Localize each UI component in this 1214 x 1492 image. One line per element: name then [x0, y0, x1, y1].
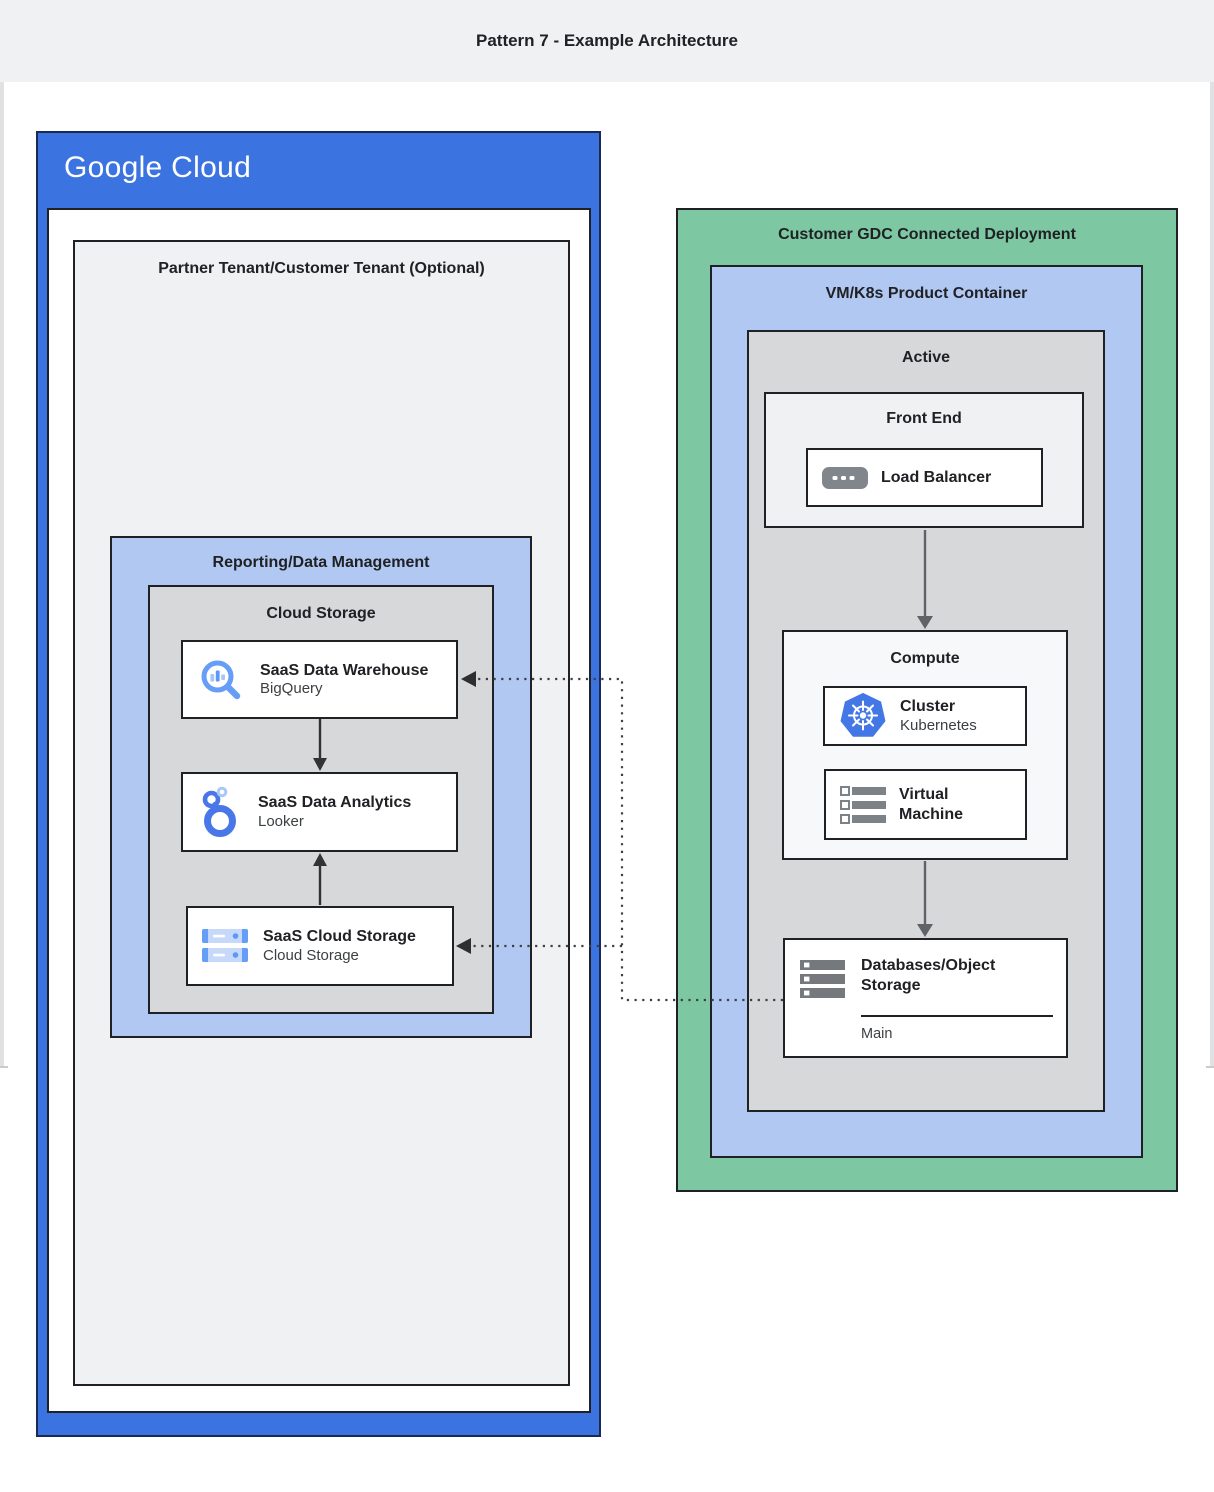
card-title: Cluster: [900, 698, 956, 716]
active-title: Active: [901, 349, 951, 366]
card-subtitle: Looker: [258, 812, 304, 830]
bigquery-icon: [197, 656, 245, 704]
front-end-title: Front End: [886, 410, 962, 427]
page-title: Pattern 7 - Example Architecture: [475, 31, 738, 50]
google-cloud-logo: Google Cloud: [64, 151, 252, 184]
compute-box: Compute: [782, 630, 1068, 860]
card-subtitle: BigQuery: [260, 680, 323, 698]
load-balancer-icon: [822, 466, 868, 490]
vm-k8s-container-box: VM/K8s Product Container Active Front En…: [710, 265, 1143, 1158]
compute-title: Compute: [890, 650, 960, 667]
gdc-deployment-title: Customer GDC Connected Deployment: [778, 226, 1076, 243]
title-bar: Pattern 7 - Example Architecture: [0, 0, 1214, 82]
partner-tenant-title: Partner Tenant/Customer Tenant (Optional…: [158, 260, 485, 277]
partner-tenant-box: Partner Tenant/Customer Tenant (Optional…: [73, 240, 570, 1386]
virtual-machine-icon: [840, 785, 886, 824]
google-cloud-container: Google Cloud Partner Tenant/Customer Ten…: [36, 131, 601, 1437]
reporting-data-management-box: Reporting/Data Management Cloud Storage: [110, 536, 532, 1038]
saas-data-analytics-card: SaaS Data Analytics Looker: [181, 772, 458, 852]
cluster-card: Cluster Kubernetes: [823, 686, 1027, 746]
load-balancer-card: Load Balancer: [806, 448, 1043, 507]
looker-icon: [197, 786, 243, 838]
card-title: SaaS Data Analytics: [258, 794, 412, 812]
page-corner-mark-right: [1206, 1066, 1214, 1068]
saas-data-warehouse-card: SaaS Data Warehouse BigQuery: [181, 640, 458, 719]
databases-object-storage-card: Databases/Object Storage Main: [783, 938, 1068, 1058]
card-title: SaaS Data Warehouse: [260, 661, 429, 679]
saas-cloud-storage-card: SaaS Cloud Storage Cloud Storage: [186, 906, 454, 986]
card-divider: [861, 1015, 1053, 1017]
card-title: Databases/Object Storage: [861, 957, 996, 994]
databases-icon: [800, 960, 845, 1000]
gdc-deployment-box: Customer GDC Connected Deployment VM/K8s…: [676, 208, 1178, 1192]
cloud-storage-group-title: Cloud Storage: [266, 605, 376, 622]
google-cloud-inner-panel: Partner Tenant/Customer Tenant (Optional…: [47, 208, 591, 1413]
page-edge-left: [0, 82, 4, 1068]
page-edge-right: [1210, 82, 1214, 1068]
card-title: Load Balancer: [881, 468, 992, 486]
front-end-box: Front End Load Balancer: [764, 392, 1084, 528]
card-title: Virtual Machine: [899, 785, 964, 823]
reporting-title: Reporting/Data Management: [212, 554, 430, 571]
card-title: SaaS Cloud Storage: [263, 928, 416, 946]
cloud-storage-icon: [202, 929, 248, 963]
cloud-storage-group-box: Cloud Storage: [148, 585, 494, 1014]
page-corner-mark-left: [0, 1066, 8, 1068]
kubernetes-icon: [839, 693, 887, 739]
active-box: Active Front End Load Ba: [747, 330, 1105, 1112]
card-footer-label: Main: [861, 1026, 893, 1042]
card-subtitle: Cloud Storage: [263, 946, 359, 964]
virtual-machine-card: Virtual Machine: [824, 769, 1027, 840]
vm-k8s-title: VM/K8s Product Container: [825, 285, 1028, 302]
card-subtitle: Kubernetes: [900, 716, 977, 734]
